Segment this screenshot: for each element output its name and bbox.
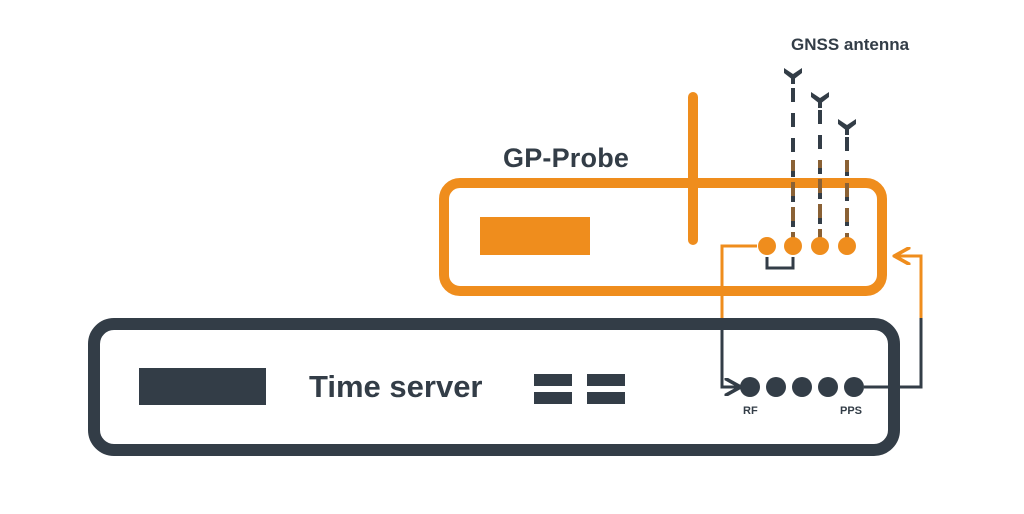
probe-port xyxy=(811,237,829,255)
antenna-label: GNSS antenna xyxy=(791,35,910,54)
antenna-icon xyxy=(784,68,802,84)
server-port xyxy=(766,377,786,397)
server-vent-icon xyxy=(534,374,625,404)
pps-cable-dark xyxy=(864,318,923,389)
server-port xyxy=(792,377,812,397)
probe-port-bridge xyxy=(765,257,795,270)
rf-cable-orange xyxy=(720,244,757,318)
server-display-icon xyxy=(139,368,266,405)
server-port-rf xyxy=(740,377,760,397)
server-title: Time server xyxy=(309,369,483,404)
probe-display-icon xyxy=(480,217,590,255)
server-port-pps xyxy=(844,377,864,397)
gp-probe-box xyxy=(439,178,887,296)
rf-port-label: RF xyxy=(743,405,758,417)
antenna-icon xyxy=(811,92,829,108)
server-port xyxy=(818,377,838,397)
probe-port xyxy=(758,237,776,255)
rf-cable-dark xyxy=(720,318,737,387)
probe-port xyxy=(784,237,802,255)
antenna-icon xyxy=(838,119,856,135)
pps-port-label: PPS xyxy=(840,405,863,417)
probe-port xyxy=(838,237,856,255)
probe-title: GP-Probe xyxy=(503,143,630,173)
pps-cable-orange xyxy=(898,256,923,318)
